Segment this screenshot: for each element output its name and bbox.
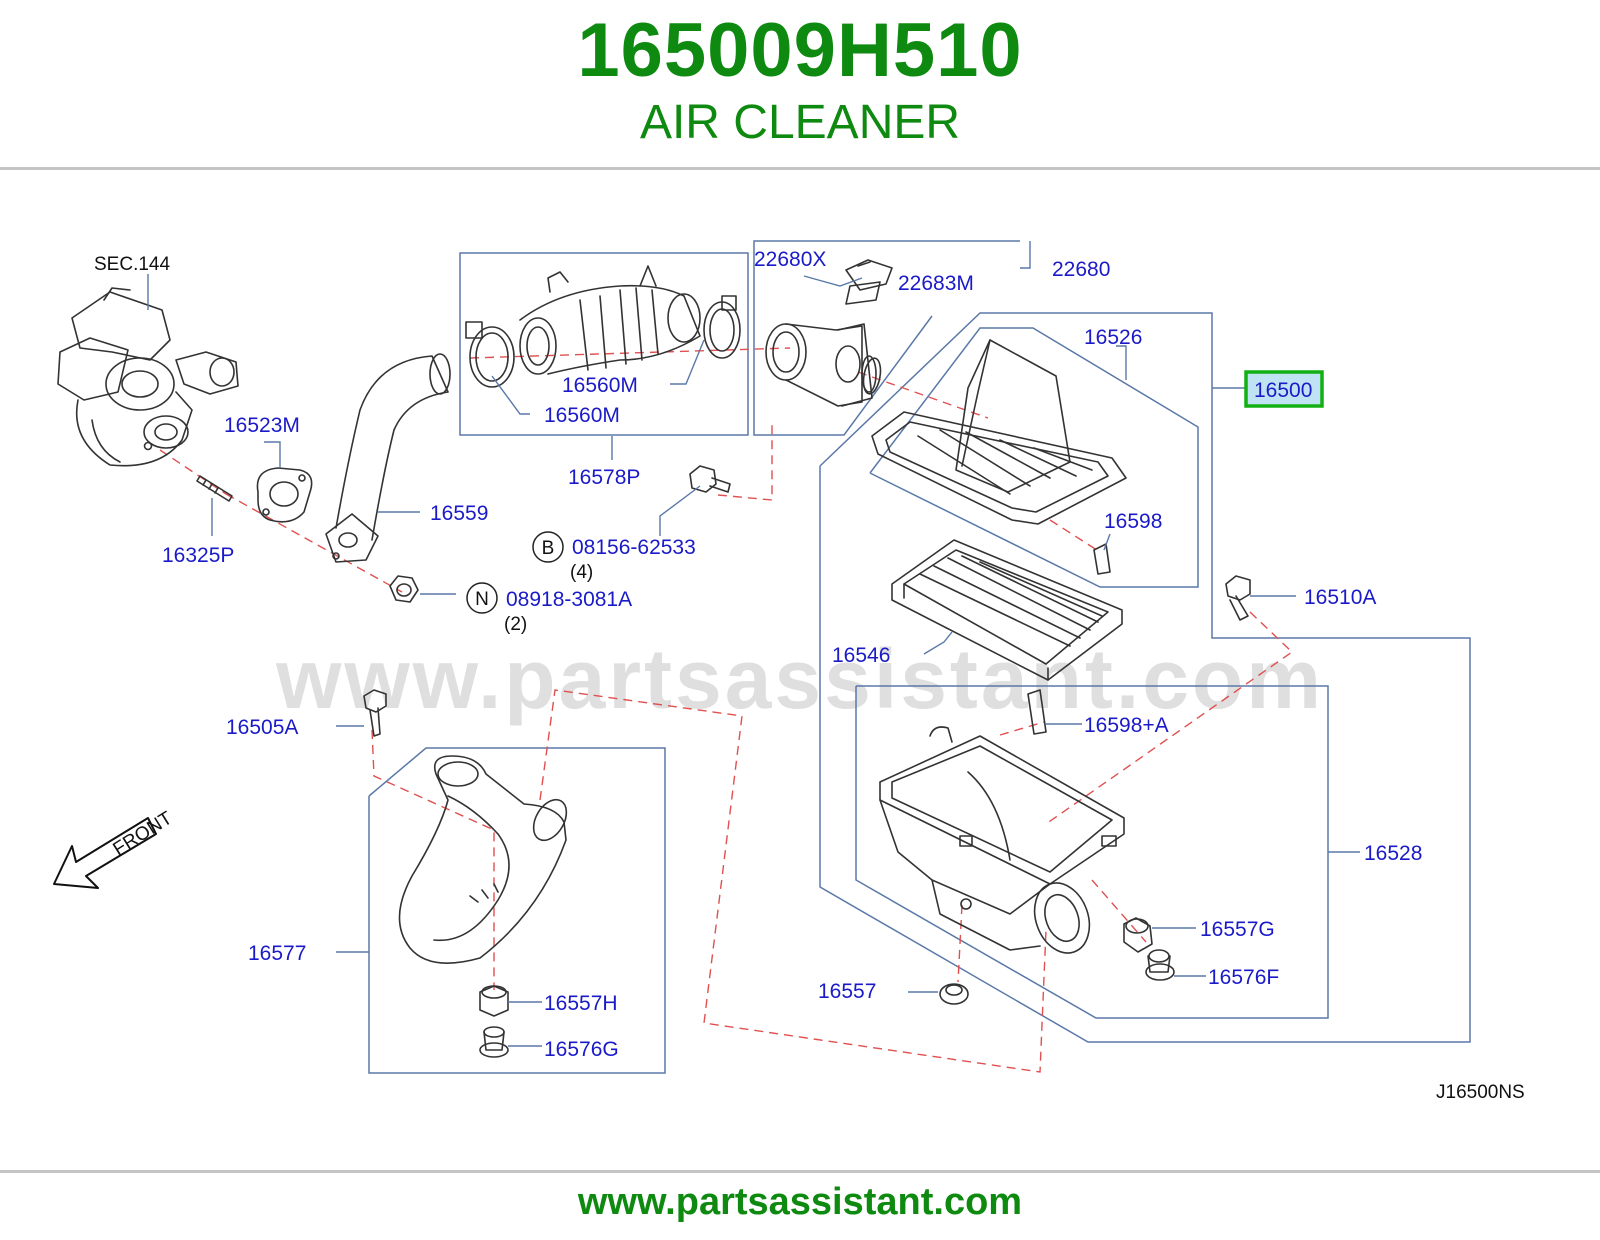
pipe-16559-art xyxy=(325,353,451,563)
callout-16576g[interactable]: 16576G xyxy=(544,1038,619,1061)
pin-16576f-art xyxy=(1145,949,1175,981)
leader-line xyxy=(491,375,530,415)
dash-line xyxy=(371,729,495,990)
part-number: 165009H510 xyxy=(577,8,1023,93)
leader-line xyxy=(1116,345,1127,380)
duct-16577-art xyxy=(398,755,568,964)
clip-16598a-art xyxy=(1027,689,1047,735)
dash-line xyxy=(957,904,963,983)
callout-16598[interactable]: 16598 xyxy=(1104,510,1162,533)
callout-08156[interactable]: 08156-62533 xyxy=(572,536,696,559)
footer-divider xyxy=(0,1170,1600,1173)
callout-16559[interactable]: 16559 xyxy=(430,502,488,525)
group-part-art xyxy=(57,259,1251,1058)
frame-22680 xyxy=(753,240,1020,436)
group-dashed-lines xyxy=(159,347,1294,1073)
front-indicator: FRONT xyxy=(53,808,177,889)
callout-16576f[interactable]: 16576F xyxy=(1208,966,1279,989)
bolt-mark: B xyxy=(532,531,564,563)
group-callouts: 16500 16526 16598 16546 16510A 16598+A 1… xyxy=(162,248,1422,1061)
bolt-08156-art xyxy=(689,465,731,493)
pin-16576g-art xyxy=(479,1026,509,1058)
page-header: 165009H510 AIR CLEANER xyxy=(0,0,1600,170)
callout-16505a[interactable]: 16505A xyxy=(226,716,298,739)
bolt-16505a-art xyxy=(363,689,387,737)
stud-16325p-art xyxy=(196,475,233,502)
qty-08918: (2) xyxy=(504,614,527,635)
callout-16560m-lower[interactable]: 16560M xyxy=(544,404,620,427)
frame-16500 xyxy=(819,312,1471,1043)
callout-16528[interactable]: 16528 xyxy=(1364,842,1422,865)
frame-16528 xyxy=(855,685,1329,1019)
front-label: FRONT xyxy=(110,808,177,861)
dash-line xyxy=(717,420,773,501)
leader-line xyxy=(803,275,863,287)
dash-line xyxy=(999,721,1045,736)
o-ring-art xyxy=(862,357,882,395)
callout-16577[interactable]: 16577 xyxy=(248,942,306,965)
lower-case-16528-art xyxy=(879,726,1125,954)
callout-16526[interactable]: 16526 xyxy=(1084,326,1142,349)
air-filter-16546-art xyxy=(891,539,1123,681)
nut-08918-art xyxy=(389,575,419,603)
callout-16578p[interactable]: 16578P xyxy=(568,466,640,489)
highlight-box xyxy=(1244,370,1324,408)
hose-assembly-art xyxy=(465,265,741,388)
front-arrow-icon xyxy=(53,817,157,889)
dash-line xyxy=(1045,611,1294,825)
callout-16546[interactable]: 16546 xyxy=(832,644,890,667)
gasket-16523m-art xyxy=(256,467,313,523)
leader-line xyxy=(923,631,953,655)
callout-16523m[interactable]: 16523M xyxy=(224,414,300,437)
frame-16578p xyxy=(459,252,749,436)
callout-16510a[interactable]: 16510A xyxy=(1304,586,1376,609)
dash-line xyxy=(1049,519,1101,553)
leader-line xyxy=(1103,533,1111,551)
dash-line xyxy=(159,449,227,495)
callout-22683m[interactable]: 22683M xyxy=(898,272,974,295)
leader-line xyxy=(264,441,281,468)
qty-08156: (4) xyxy=(570,562,593,583)
part-title: AIR CLEANER xyxy=(639,96,961,149)
dash-line xyxy=(469,347,791,359)
frame-16526 xyxy=(869,327,1199,588)
callout-16598a[interactable]: 16598+A xyxy=(1084,714,1169,737)
callout-08918[interactable]: 08918-3081A xyxy=(506,588,632,611)
header-divider xyxy=(0,167,1600,170)
clip-16598-art xyxy=(1093,543,1111,575)
callout-16557h[interactable]: 16557H xyxy=(544,992,618,1015)
watermark: www.partsassistant.com xyxy=(275,632,1324,726)
callout-22680x[interactable]: 22680X xyxy=(754,248,826,271)
dash-line xyxy=(225,493,403,593)
callout-16557g[interactable]: 16557G xyxy=(1200,918,1275,941)
dash-line xyxy=(1091,879,1147,943)
grommet-16557-art xyxy=(939,983,969,1005)
section-reference: SEC.144 xyxy=(94,254,170,275)
callout-22680[interactable]: 22680 xyxy=(1052,258,1110,281)
leader-line xyxy=(670,339,705,385)
leader-line xyxy=(659,485,701,536)
sensor-housing-art xyxy=(765,259,893,407)
footer-url[interactable]: www.partsassistant.com xyxy=(577,1181,1023,1223)
callout-16500[interactable]: 16500 xyxy=(1254,379,1312,402)
turbocharger-art xyxy=(57,287,239,467)
callout-16560m-upper[interactable]: 16560M xyxy=(562,374,638,397)
upper-cover-16526-art xyxy=(871,339,1127,525)
group-black-labels: SEC.144 (4) (2) J16500NS xyxy=(94,254,1525,1103)
callout-16557[interactable]: 16557 xyxy=(818,980,876,1003)
nut-mark: N xyxy=(466,582,498,614)
diagram-code: J16500NS xyxy=(1436,1082,1525,1103)
group-leaders xyxy=(147,241,1360,1047)
bolt-mark-letter: B xyxy=(542,538,555,559)
bolt-16510a-art xyxy=(1225,575,1251,621)
leader-line xyxy=(1020,241,1031,269)
group-frames xyxy=(368,240,1471,1074)
grommet-16557h-art xyxy=(479,985,509,1017)
callout-16325p[interactable]: 16325P xyxy=(162,544,234,567)
frame-16577 xyxy=(368,747,666,1074)
grommet-16557g-art xyxy=(1123,917,1153,953)
dash-line xyxy=(539,689,1047,1073)
nut-mark-letter: N xyxy=(475,589,489,610)
